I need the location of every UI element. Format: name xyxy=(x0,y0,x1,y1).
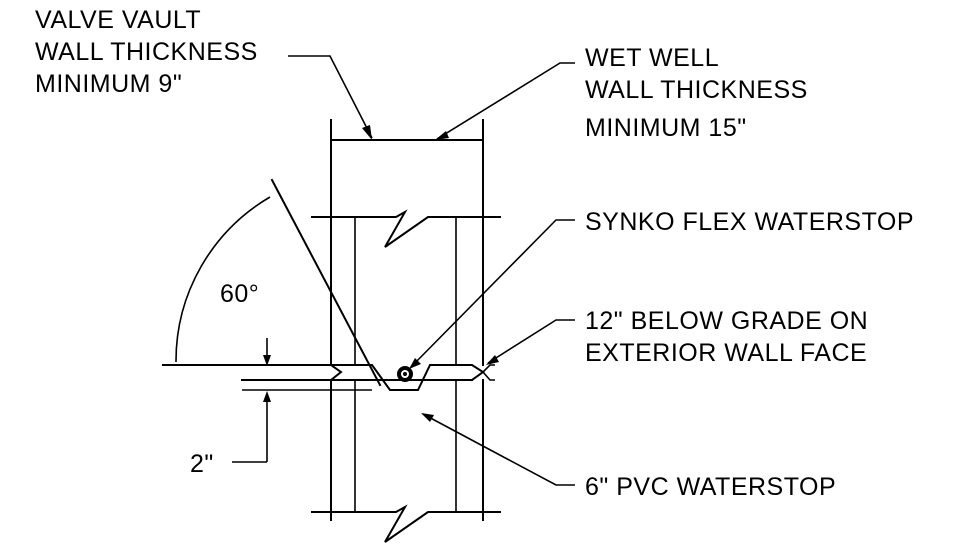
reinforcement-lines xyxy=(354,217,457,512)
valve-vault-label-line-1: VALVE VAULT xyxy=(35,6,201,34)
synko-waterstop-symbol xyxy=(397,366,413,382)
wall-faces xyxy=(330,119,484,521)
angle-dimension xyxy=(175,178,382,387)
depth-dimension xyxy=(232,338,372,463)
wet-well-label-line-3: MINIMUM 15" xyxy=(585,114,747,142)
below-grade-label-line-2: EXTERIOR WALL FACE xyxy=(585,339,867,367)
wet-well-label-line-2: WALL THICKNESS xyxy=(585,76,808,104)
valve-vault-label-line-3: MINIMUM 9" xyxy=(35,70,182,98)
wet-well-label-line-1: WET WELL xyxy=(585,44,719,72)
angle-label: 60° xyxy=(220,280,259,308)
valve-vault-label-line-2: WALL THICKNESS xyxy=(35,38,258,66)
below-grade-label-line-1: 12" BELOW GRADE ON xyxy=(585,307,868,335)
break-lines xyxy=(311,209,501,543)
synko-waterstop-label: SYNKO FLEX WATERSTOP xyxy=(585,208,914,236)
pvc-waterstop-label: 6" PVC WATERSTOP xyxy=(585,473,836,501)
leader-lines xyxy=(288,55,575,486)
depth-label: 2" xyxy=(190,450,214,478)
construction-joint xyxy=(162,364,495,391)
